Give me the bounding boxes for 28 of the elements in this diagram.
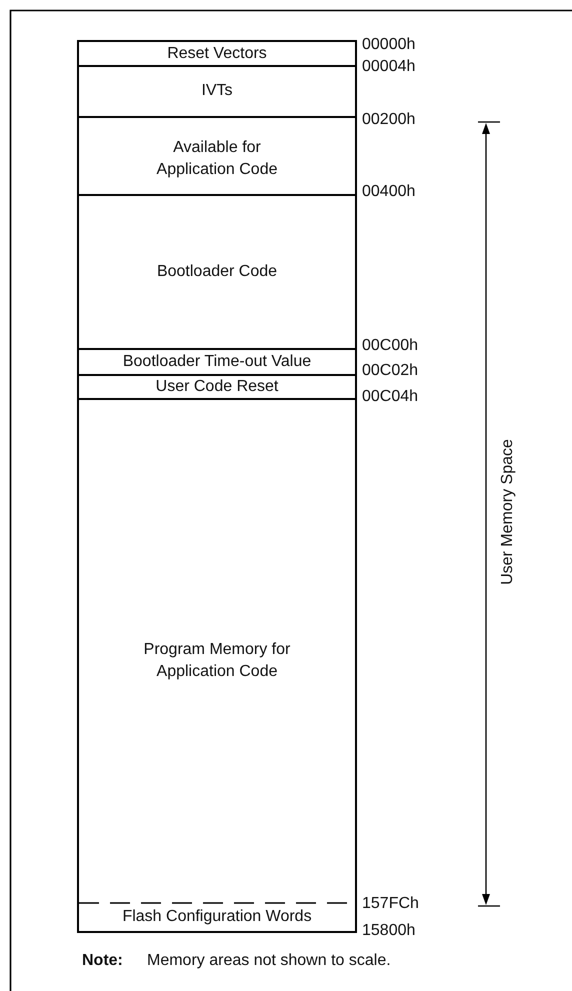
segment-label: IVTs	[201, 81, 233, 102]
segment-label: Available for Application Code	[156, 138, 278, 180]
memory-segment	[77, 117, 357, 196]
address-label: 00C04h	[362, 389, 418, 405]
segment-label: Flash Configuration Words	[122, 906, 312, 927]
memory-segment	[77, 375, 357, 400]
address-label: 00004h	[362, 59, 416, 75]
memory-segment	[77, 40, 357, 67]
note-text: Memory areas not shown to scale.	[147, 953, 391, 969]
memory-segment	[77, 902, 357, 933]
memory-segment	[77, 349, 357, 376]
segment-label: Bootloader Code	[156, 262, 278, 282]
address-label: 00400h	[362, 184, 416, 200]
memory-segment	[77, 195, 357, 350]
segment-label: Reset Vectors	[167, 44, 267, 64]
note-heading: Note:	[82, 953, 123, 969]
segment-label: Bootloader Time-out Value	[122, 352, 312, 372]
address-label: 00200h	[362, 112, 416, 128]
address-label: 15800h	[362, 923, 416, 939]
address-label: 00000h	[362, 37, 416, 53]
memory-segment	[77, 66, 357, 118]
segment-label: Program Memory for Application Code	[142, 640, 292, 682]
dimension-label: User Memory Space	[500, 439, 516, 585]
address-label: 157FCh	[362, 896, 419, 912]
address-label: 00C02h	[362, 363, 418, 379]
segment-label: User Code Reset	[156, 376, 278, 397]
address-label: 00C00h	[362, 338, 418, 354]
memory-segment	[77, 399, 357, 903]
